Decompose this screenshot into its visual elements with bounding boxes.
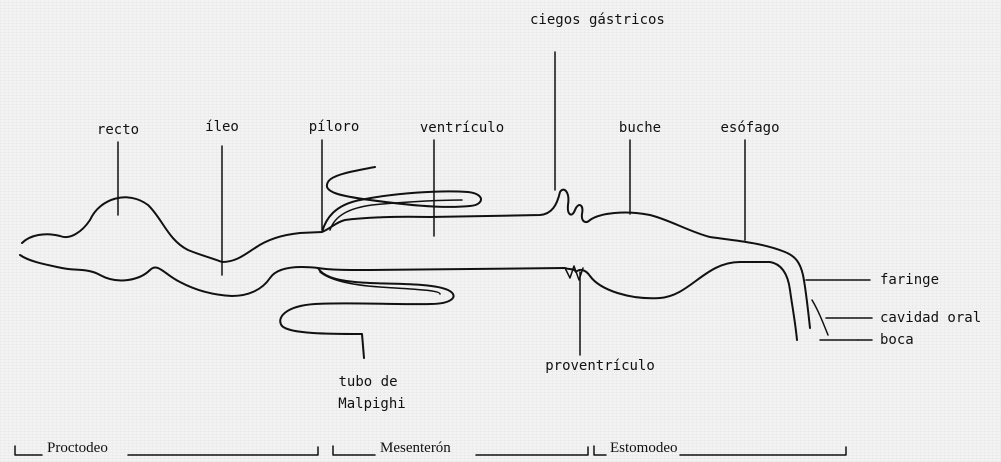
label-recto: recto	[97, 122, 139, 138]
label-cavidad-oral: cavidad oral	[880, 310, 981, 326]
label-ciegos-gastricos: ciegos gástricos	[530, 12, 665, 28]
region-label-estomodeo: Estomodeo	[610, 440, 678, 456]
label-piloro: píloro	[309, 119, 360, 135]
gut-upper-outline	[22, 190, 810, 328]
label-faringe: faringe	[880, 272, 939, 288]
region-label-mesenteron: Mesenterón	[380, 440, 451, 456]
gut-lower-outline	[20, 255, 797, 340]
label-tubo-de: tubo de	[338, 374, 397, 390]
label-ventriculo: ventrículo	[420, 120, 504, 136]
bracket-mesenteron	[333, 446, 588, 455]
label-proventriculo: proventrículo	[545, 358, 655, 374]
label-ileo: íleo	[205, 119, 239, 135]
label-esofago: esófago	[720, 120, 779, 136]
label-malpighi: Malpighi	[338, 396, 405, 412]
malpighian-tubule-upper-inner	[330, 200, 462, 230]
malpighian-tubule-lower	[280, 268, 453, 358]
label-buche: buche	[619, 120, 661, 136]
region-label-proctodeo: Proctodeo	[47, 440, 108, 456]
label-boca: boca	[880, 332, 914, 348]
